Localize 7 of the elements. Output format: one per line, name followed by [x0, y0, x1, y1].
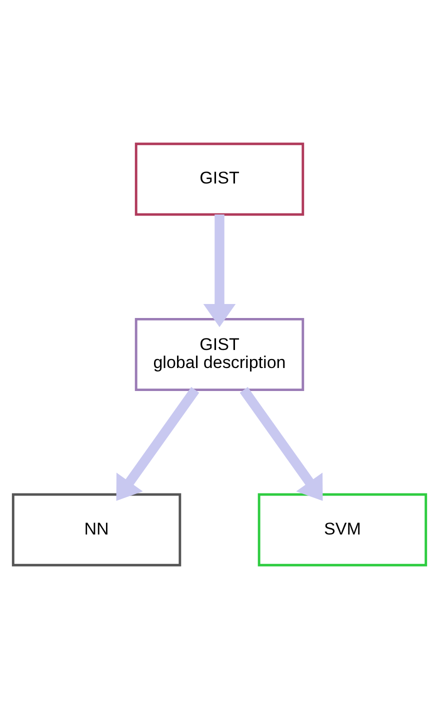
node-box: SVM [258, 493, 428, 566]
node-box: GIST [134, 142, 304, 216]
node-box: GIST global description [134, 318, 304, 392]
arrow [240, 387, 323, 501]
node-box: NN [12, 493, 182, 566]
arrow [116, 387, 200, 501]
arrow [203, 214, 236, 328]
